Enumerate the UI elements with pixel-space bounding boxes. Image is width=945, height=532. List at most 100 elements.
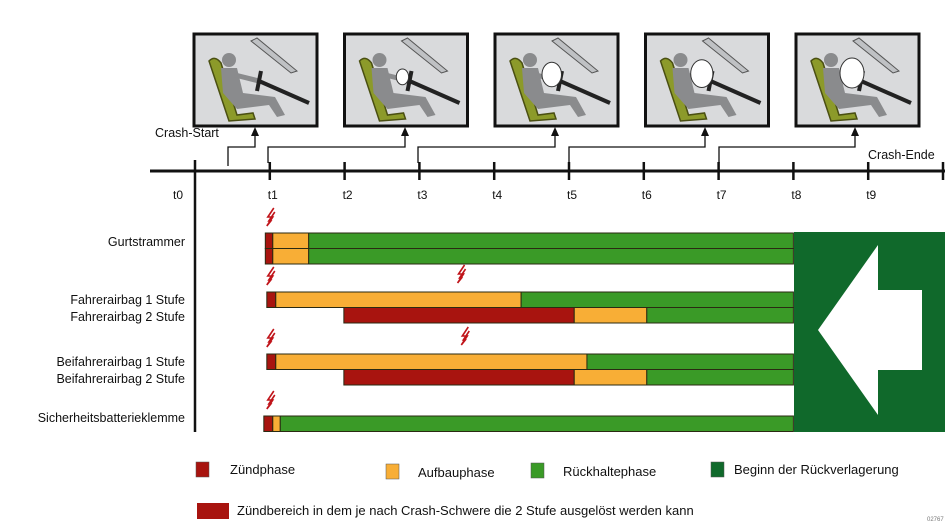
- lightning-trigger-icon: [266, 207, 276, 227]
- tick-label-t6: t6: [642, 188, 652, 202]
- windshield: [400, 37, 449, 74]
- phase-segment-zuend: [264, 232, 274, 249]
- row-label: Gurtstrammer: [108, 235, 185, 249]
- legend-zuendbereich: Zündbereich in dem je nach Crash-Schwere…: [237, 503, 694, 518]
- airbag: [395, 68, 410, 86]
- legend-swatch-rueckverlagerung: [710, 461, 725, 478]
- seat: [358, 57, 407, 122]
- tick-label-t9: t9: [866, 188, 876, 202]
- head: [673, 53, 688, 67]
- phase-segment-rueckhalt: [646, 369, 794, 386]
- legend-swatch-aufbauphase: [385, 463, 400, 480]
- head: [523, 53, 537, 67]
- legend-swatch-zuendphase: [195, 461, 210, 478]
- occupant: [672, 68, 737, 117]
- steering-column: [258, 79, 310, 105]
- tick-label-t5: t5: [567, 188, 577, 202]
- seat: [810, 57, 859, 122]
- crash-end-label: Crash-Ende: [868, 148, 935, 162]
- crash-pictures: [192, 32, 921, 128]
- phase-segment-bereich: [343, 307, 575, 324]
- occupant: [823, 68, 887, 117]
- phase-segment-aufbau: [275, 353, 588, 370]
- left-arrow-icon: [818, 245, 922, 415]
- lightning-trigger-icon: [456, 264, 467, 284]
- rueckverlagerung-block: [794, 232, 945, 432]
- connector-line: [417, 134, 556, 163]
- occupant: [371, 68, 436, 117]
- phase-segment-bereich: [343, 369, 575, 386]
- arrow-up-icon: [701, 127, 709, 136]
- phase-bars: [263, 207, 794, 432]
- row-label: Beifahrerairbag 1 Stufe: [56, 355, 185, 369]
- arrow-up-icon: [851, 127, 859, 136]
- occupant: [221, 68, 285, 117]
- arm: [234, 72, 260, 84]
- phase-segment-rueckhalt: [308, 232, 794, 249]
- arrow-up-icon: [551, 127, 559, 136]
- steering-column: [408, 79, 461, 105]
- legend-rueckverlagerung: Beginn der Rückverlagerung: [734, 462, 899, 477]
- phase-segment-aufbau: [272, 415, 281, 432]
- legend-swatch-zuendbereich: [197, 503, 229, 519]
- occupant: [522, 68, 586, 117]
- head: [824, 53, 838, 67]
- seat: [509, 57, 558, 122]
- windshield: [852, 37, 901, 74]
- tick-label-t4: t4: [492, 188, 502, 202]
- legend: Zündphase Aufbauphase Rückhaltephase Beg…: [195, 461, 944, 523]
- tick-label-t0: t0: [173, 188, 183, 202]
- crash-picture: [343, 32, 469, 128]
- steering-column: [559, 79, 611, 105]
- airbag: [541, 61, 562, 88]
- lightning-trigger-icon: [460, 326, 470, 346]
- crash-picture: [493, 32, 620, 128]
- tick-label-t3: t3: [417, 188, 427, 202]
- phase-segment-zuend: [266, 353, 277, 370]
- connector-line: [718, 134, 856, 163]
- connector-line: [227, 134, 256, 166]
- crash-picture: [644, 32, 770, 128]
- picture-connectors: [227, 127, 859, 166]
- legend-aufbauphase: Aufbauphase: [418, 465, 495, 480]
- lightning-trigger-icon: [266, 328, 276, 348]
- figure-id: 02767: [927, 517, 944, 523]
- arrow-up-icon: [401, 127, 409, 136]
- steering-column: [860, 79, 912, 105]
- phase-segment-zuend: [264, 248, 274, 265]
- phase-segment-aufbau: [272, 248, 310, 265]
- seat: [659, 57, 708, 122]
- lightning-trigger-icon: [266, 266, 276, 286]
- lightning-trigger-icon: [266, 390, 276, 410]
- airbag: [839, 57, 865, 89]
- phase-segment-rueckhalt: [308, 248, 794, 265]
- phase-segment-zuend: [263, 415, 274, 432]
- phase-segment-zuend: [266, 291, 277, 308]
- windshield: [551, 37, 600, 74]
- steering-column: [709, 79, 762, 105]
- windshield: [701, 37, 750, 74]
- connector-line: [568, 134, 706, 163]
- arrow-up-icon: [251, 127, 259, 136]
- phase-segment-rueckhalt: [279, 415, 794, 432]
- phase-segment-aufbau: [573, 369, 648, 386]
- phase-segment-aufbau: [573, 307, 648, 324]
- row-label: Sicherheitsbatterieklemme: [38, 411, 185, 425]
- phase-segment-rueckhalt: [586, 353, 794, 370]
- seat: [208, 57, 257, 122]
- tick-label-t7: t7: [717, 188, 727, 202]
- phase-segment-rueckhalt: [646, 307, 794, 324]
- tick-label-t8: t8: [791, 188, 801, 202]
- tick-label-t1: t1: [268, 188, 278, 202]
- phase-segment-aufbau: [272, 232, 310, 249]
- phase-segment-rueckhalt: [520, 291, 794, 308]
- crash-picture: [794, 32, 921, 128]
- legend-zuendphase: Zündphase: [230, 462, 295, 477]
- windshield: [250, 37, 299, 74]
- row-label-stage2: Fahrerairbag 2 Stufe: [70, 310, 185, 324]
- head: [372, 53, 387, 67]
- legend-swatch-rueckhaltephase: [530, 462, 545, 479]
